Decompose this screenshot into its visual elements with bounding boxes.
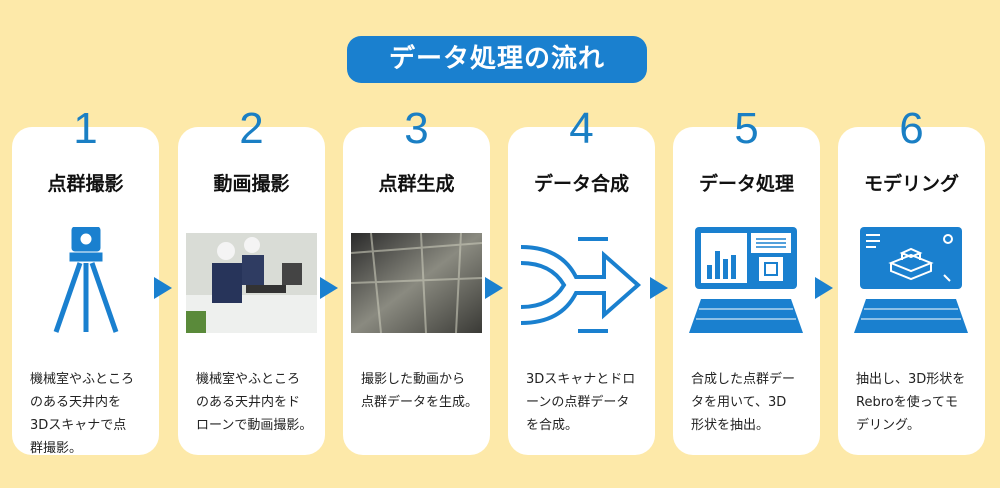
step-number: 1 [73,104,98,153]
flow-arrow-icon [815,277,833,299]
step-description: 3Dスキャナとドロ ーンの点群データ を合成。 [526,372,636,433]
flow-arrow-icon [650,277,668,299]
step-description: 機械室やふところ のある天井内を 3Dスキャナで点 群撮影。 [30,372,135,456]
step-description: 機械室やふところ のある天井内をド ローンで動画撮影。 [196,372,313,433]
step-card-3: 3 点群生成 撮影した動画から 点群データを生成。 [343,105,490,455]
step-card-6: 6 モデリング 抽出し、3D形状を Rebroを使ってモ デリング。 [838,105,985,455]
point-cloud-image [351,227,482,339]
flow-arrow-icon [485,277,503,299]
laptop-3d-model-icon [846,227,977,339]
step-description: 合成した点群デー タを用いて、3D 形状を抽出。 [691,372,796,433]
flow-arrow-icon [154,277,172,299]
step-card-5: 5 データ処理 合成した点群デー タを用いて、3D 形状を抽出。 [673,105,820,455]
flow-arrow-icon [320,277,338,299]
step-number: 4 [569,104,594,153]
step-title: 点群生成 [378,173,455,195]
step-title: 動画撮影 [213,173,290,195]
step-number: 3 [404,104,429,153]
page-title: データ処理の流れ [347,36,647,83]
step-card-1: 1 点群撮影 機械室やふところ のある天井内を 3Dスキャナで点 群撮影。 [12,105,159,456]
laptop-chart-icon [681,227,812,339]
step-title: データ合成 [533,173,629,195]
step-number: 5 [734,104,759,153]
tripod-scanner-icon [20,227,151,339]
step-title: モデリング [863,173,959,195]
step-card-4: 4 データ合成 3Dスキャナとドロ ーンの点群データ を合成。 [508,105,655,455]
step-title: データ処理 [698,173,794,195]
step-title: 点群撮影 [47,173,124,195]
step-card-2: 2 動画撮影 機械室やふところ のある天井内をド ローンで動画撮影。 [178,105,325,455]
step-description: 抽出し、3D形状を Rebroを使ってモ デリング。 [856,372,966,433]
step-description: 撮影した動画から 点群データを生成。 [361,372,479,410]
workers-photo [186,227,317,339]
step-number: 2 [239,104,264,153]
step-number: 6 [899,104,924,153]
merge-arrow-icon [516,227,647,339]
